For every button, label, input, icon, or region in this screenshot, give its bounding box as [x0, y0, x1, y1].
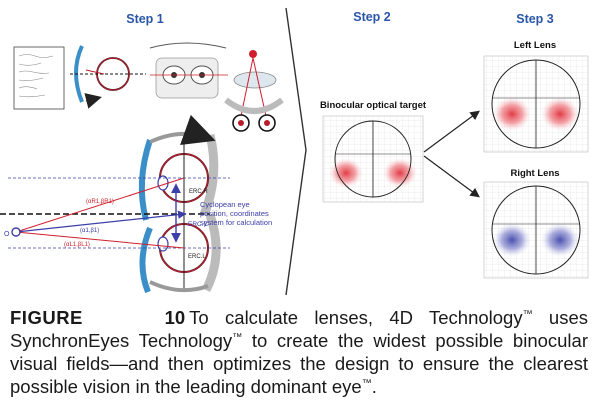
label-erc-l: ERC.L: [188, 254, 206, 260]
label-alpha1-beta1: (α1,β1): [80, 228, 99, 234]
arrow-to-left-lens: [423, 110, 480, 153]
figure-label: FIGURE: [10, 307, 83, 328]
step-2-heading: Step 2: [353, 10, 391, 24]
caption-text-4: .: [371, 376, 377, 397]
cyclopean-note-line-2: position, coordinates: [200, 209, 269, 218]
label-alpha-l1-beta-l1: (αL1,βL1): [64, 242, 90, 248]
figure-number: 10: [164, 307, 186, 328]
left-lens-map: [483, 55, 589, 153]
step-1-heading: Step 1: [126, 12, 164, 26]
binocular-target-map: [322, 115, 424, 203]
trademark-mark-2: ™: [232, 331, 243, 343]
prescription-sheet-icon: [13, 46, 65, 110]
figure-diagram: Step 1 Step 2 Step 3: [0, 7, 589, 296]
trademark-mark-1: ™: [522, 308, 533, 320]
lens-eye-profile-icon: [70, 45, 146, 109]
label-erc-r: ERC.R: [189, 189, 208, 195]
trademark-mark-3: ™: [361, 377, 372, 389]
step-3-heading: Step 3: [516, 12, 554, 26]
caption-text-3: to create the widest possible binocular …: [10, 330, 588, 397]
label-origin-o: O: [4, 231, 10, 238]
left-lens-label: Left Lens: [514, 40, 556, 51]
arrow-to-right-lens: [423, 155, 480, 198]
binocular-eyes-icon: [224, 50, 284, 132]
right-lens-map: [483, 181, 589, 279]
binocular-geometry-diagram: [0, 114, 230, 294]
caption-text-2: uses SynchronEyes Technology: [10, 307, 589, 351]
step-divider: [285, 7, 307, 296]
label-erc-c: ERC.C: [188, 221, 209, 228]
caption-text-1: To calculate lenses, 4D Technology: [189, 307, 523, 328]
label-alpha-r1-beta-r1: (αR1,βR1): [86, 199, 114, 205]
face-frame-icon: [149, 42, 228, 99]
binocular-target-label: Binocular optical target: [320, 100, 427, 111]
cyclopean-note-line-3: system for calculation: [200, 218, 272, 227]
right-lens-label: Right Lens: [510, 168, 559, 179]
cyclopean-note-line-1: Cyclopean eye: [200, 200, 250, 209]
